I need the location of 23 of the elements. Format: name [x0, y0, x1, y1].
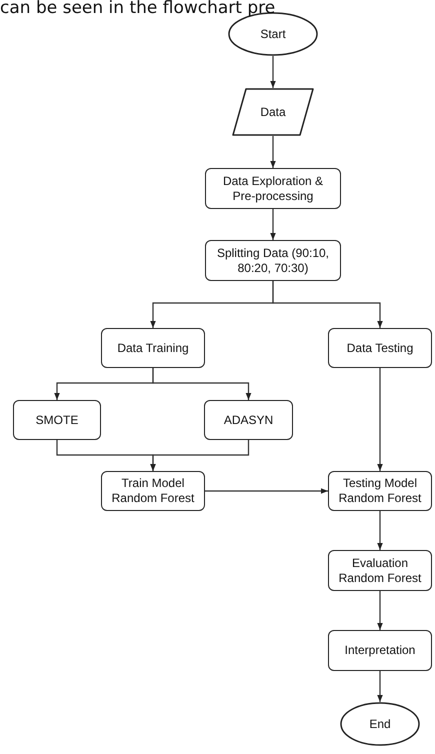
arrow	[377, 511, 383, 550]
process-box: Testing Model Random Forest	[328, 471, 432, 511]
arrow	[377, 591, 383, 630]
process-box: Data Exploration & Pre-processing	[205, 168, 341, 209]
arrow	[377, 671, 383, 702]
end-terminal: End	[340, 702, 420, 746]
process-box: ADASYN	[204, 400, 293, 440]
arrow	[270, 136, 276, 168]
arrow	[150, 440, 250, 471]
process-box: Data Training	[101, 328, 205, 368]
arrow	[377, 368, 383, 471]
arrow	[152, 368, 252, 400]
process-box: Evaluation Random Forest	[328, 550, 432, 591]
process-box: Interpretation	[328, 630, 432, 671]
process-box: Data Testing	[328, 328, 432, 368]
arrow	[270, 56, 276, 88]
process-box: SMOTE	[13, 400, 101, 440]
process-box: Splitting Data (90:10, 80:20, 70:30)	[205, 240, 341, 281]
arrow	[205, 488, 328, 494]
arrow	[270, 209, 276, 240]
arrow	[272, 281, 383, 328]
process-box: Train Model Random Forest	[101, 471, 205, 511]
data-input: Data	[232, 88, 314, 136]
